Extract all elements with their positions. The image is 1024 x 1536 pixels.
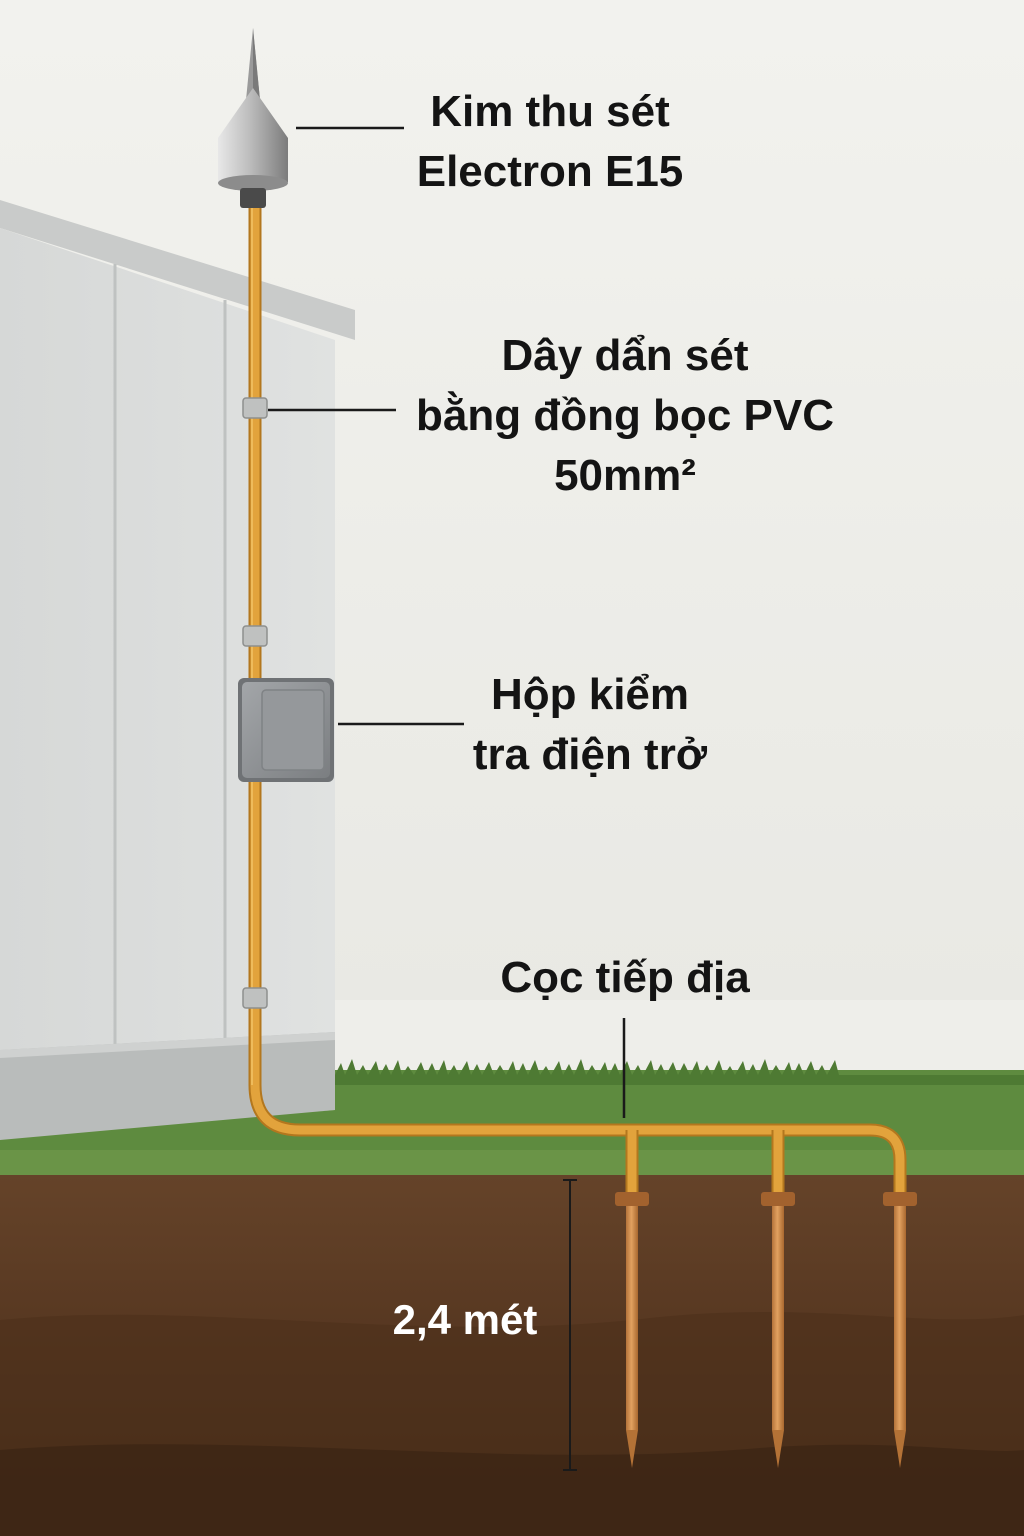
ground-rod (615, 1192, 649, 1468)
label-lightning-rod: Kim thu sét Electron E15 (400, 82, 700, 202)
soil-ground (0, 1175, 1024, 1536)
conductor-clamps (242, 397, 268, 1009)
label-line: Cọc tiếp địa (500, 953, 750, 1002)
building-wall (0, 200, 355, 1145)
grass-strip (0, 1059, 1024, 1175)
label-line: Kim thu sét (430, 87, 670, 136)
clamp (242, 987, 268, 1009)
label-line: Electron E15 (416, 147, 684, 196)
ground-rod (761, 1192, 795, 1468)
depth-dimension (563, 1179, 577, 1471)
ground-rod-icon (615, 1192, 917, 1468)
label-line: Hộp kiểm (490, 670, 690, 719)
label-line: bằng đồng bọc PVC (416, 391, 834, 440)
clamp (242, 625, 268, 647)
leader-lines (268, 126, 626, 1118)
ground-rod (883, 1192, 917, 1468)
test-box-icon (238, 678, 334, 782)
label-ground-rods: Cọc tiếp địa (470, 948, 780, 1008)
label-line: 2,4 mét (392, 1296, 538, 1343)
label-line: tra điện trở (472, 730, 708, 779)
label-down-conductor: Dây dẩn sét bằng đồng bọc PVC 50mm² (380, 326, 870, 506)
label-rod-depth: 2,4 mét (360, 1290, 570, 1350)
label-line: 50mm² (554, 451, 696, 500)
lightning-rod-icon (218, 28, 288, 208)
label-line: Dây dẩn sét (501, 331, 749, 380)
clamp (242, 397, 268, 419)
label-test-box: Hộp kiểm tra điện trở (440, 665, 740, 785)
